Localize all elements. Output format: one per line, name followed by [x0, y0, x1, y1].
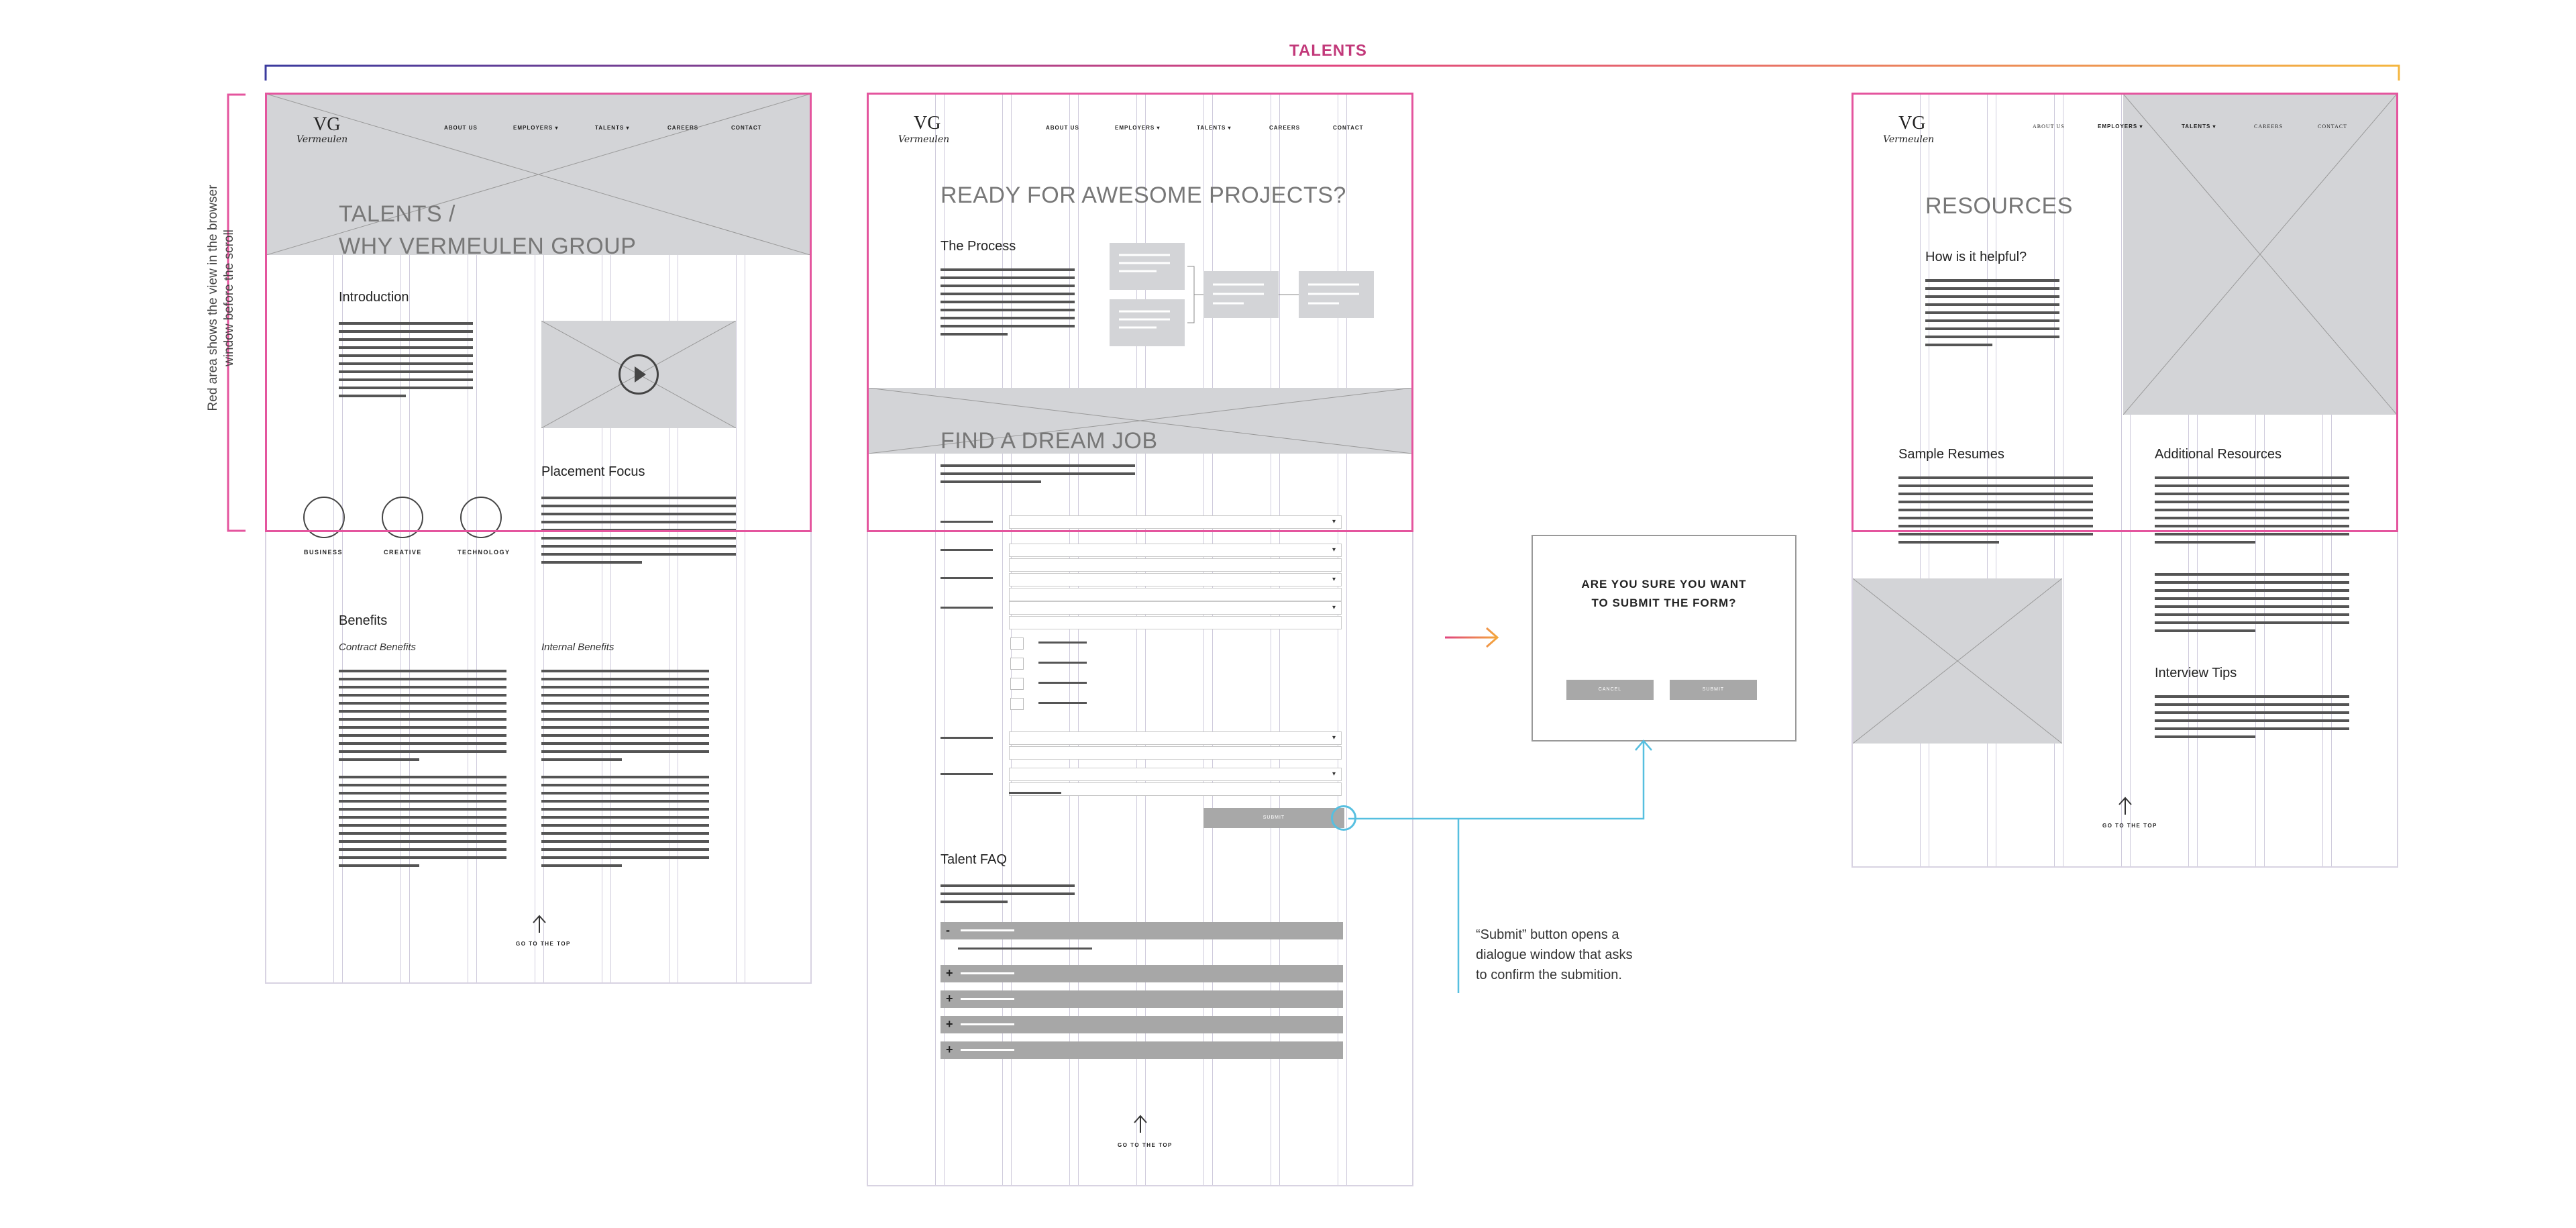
circle-business[interactable]	[303, 497, 345, 538]
logo-script: Vermeulen	[1883, 134, 1935, 145]
page1-title-line1: TALENTS /	[339, 201, 455, 227]
annotation-line-2: dialogue window that asks	[1476, 948, 1633, 962]
nav-talents[interactable]: TALENTS ▾	[1197, 125, 1232, 131]
side-note-line-1: Red area shows the view in the browser	[206, 185, 220, 411]
resources-title: RESOURCES	[1925, 193, 2073, 219]
circle-creative[interactable]	[382, 497, 423, 538]
resources-image-placeholder	[2123, 94, 2397, 415]
nav-employers[interactable]: EMPLOYERS ▾	[2098, 123, 2143, 130]
logo-mark[interactable]: VG	[313, 114, 341, 135]
nav-careers[interactable]: CAREERS	[1269, 125, 1301, 131]
introduction-heading: Introduction	[339, 290, 409, 305]
dialog-cancel-button[interactable]: CANCEL	[1566, 680, 1654, 700]
nav-about[interactable]: ABOUT US	[444, 125, 478, 131]
submit-annotation: “Submit” button opens a dialogue window …	[1476, 925, 1632, 985]
nav-employers[interactable]: EMPLOYERS ▾	[1115, 125, 1161, 131]
form-select-4b[interactable]	[1009, 616, 1342, 629]
form-select-6b[interactable]	[1009, 782, 1342, 796]
logo-mark[interactable]: VG	[914, 113, 941, 134]
form-select-2[interactable]: ▾	[1009, 544, 1342, 557]
side-note: Red area shows the view in the browser w…	[205, 164, 237, 432]
nav-careers[interactable]: CAREERS	[667, 125, 699, 131]
confirm-dialog: ARE YOU SURE YOU WANT TO SUBMIT THE FORM…	[1532, 535, 1796, 741]
hero-image-placeholder	[266, 94, 810, 255]
circle-label-business: BUSINESS	[304, 549, 343, 556]
logo-mark[interactable]: VG	[1898, 113, 1926, 134]
talents-bracket	[264, 64, 2400, 81]
video-placeholder[interactable]	[541, 321, 736, 428]
circle-label-technology: TECHNOLOGY	[458, 549, 511, 556]
form-select-4[interactable]: ▾	[1009, 601, 1342, 615]
checkbox-2[interactable]	[1010, 658, 1024, 670]
process-diagram	[1110, 243, 1378, 350]
sample-image-placeholder	[1853, 578, 2062, 744]
faq-item-4[interactable]: +	[941, 1016, 1343, 1033]
benefits-heading: Benefits	[339, 613, 388, 628]
flow-arrow-icon	[1445, 627, 1499, 648]
nav-talents[interactable]: TALENTS ▾	[595, 125, 630, 131]
go-top-link[interactable]: GO TO THE TOP	[516, 941, 571, 947]
submit-button[interactable]: SUBMIT	[1203, 808, 1344, 828]
process-heading: The Process	[941, 239, 1016, 254]
dialog-message-line1: ARE YOU SURE YOU WANT	[1581, 578, 1747, 591]
nav-contact[interactable]: CONTACT	[1333, 125, 1364, 131]
form-select-1[interactable]: ▾	[1009, 515, 1342, 529]
go-top-link[interactable]: GO TO THE TOP	[1118, 1142, 1173, 1148]
logo-script: Vermeulen	[297, 134, 348, 145]
page1-frame: VG Vermeulen ABOUT US EMPLOYERS ▾ TALENT…	[265, 93, 812, 984]
placement-focus-heading: Placement Focus	[541, 464, 645, 479]
logo-script: Vermeulen	[898, 134, 950, 145]
helpful-heading: How is it helpful?	[1925, 250, 2027, 264]
internal-benefits-heading: Internal Benefits	[541, 642, 614, 653]
circle-label-creative: CREATIVE	[384, 549, 422, 556]
checkbox-1[interactable]	[1010, 637, 1024, 650]
talents-title: TALENTS	[1289, 42, 1367, 60]
form-select-5b[interactable]	[1009, 746, 1342, 760]
faq-item-3[interactable]: +	[941, 990, 1343, 1008]
form-select-3b[interactable]	[1009, 588, 1342, 601]
side-note-line-2: window before the scroll	[222, 229, 236, 366]
page2-title: READY FOR AWESOME PROJECTS?	[941, 183, 1346, 208]
contract-benefits-heading: Contract Benefits	[339, 642, 417, 653]
submit-connector	[1348, 739, 1652, 993]
faq-item-2[interactable]: +	[941, 965, 1343, 982]
checkbox-4[interactable]	[1010, 698, 1024, 710]
additional-resources-heading: Additional Resources	[2155, 447, 2282, 462]
nav-about[interactable]: ABOUT US	[1046, 125, 1079, 131]
view-bracket	[227, 93, 246, 532]
go-top-arrow-icon[interactable]	[2117, 796, 2133, 819]
form-select-3[interactable]: ▾	[1009, 573, 1342, 586]
circle-technology[interactable]	[460, 497, 502, 538]
faq-item-open[interactable]: -	[941, 922, 1343, 939]
nav-employers[interactable]: EMPLOYERS ▾	[513, 125, 559, 131]
page2-frame: VG Vermeulen ABOUT US EMPLOYERS ▾ TALENT…	[867, 93, 1413, 1186]
page3-frame: VG Vermeulen ABOUT US EMPLOYERS ▾ TALENT…	[1851, 93, 2398, 868]
nav-contact[interactable]: CONTACT	[2318, 123, 2348, 130]
faq-item-5[interactable]: +	[941, 1041, 1343, 1059]
annotation-line-3: to confirm the submition.	[1476, 968, 1622, 982]
dream-job-banner	[868, 388, 1412, 454]
go-top-arrow-icon[interactable]	[1132, 1114, 1148, 1137]
form-select-2b[interactable]	[1009, 558, 1342, 572]
checkbox-3[interactable]	[1010, 678, 1024, 690]
page1-title-line2: WHY VERMEULEN GROUP	[339, 234, 637, 259]
nav-about[interactable]: ABOUT US	[2033, 123, 2065, 130]
form-select-5[interactable]: ▾	[1009, 731, 1342, 745]
dream-job-title: FIND A DREAM JOB	[941, 428, 1158, 454]
nav-careers[interactable]: CAREERS	[2254, 123, 2284, 130]
go-top-link[interactable]: GO TO THE TOP	[2102, 823, 2157, 829]
dialog-submit-button[interactable]: SUBMIT	[1670, 680, 1757, 700]
form-select-6[interactable]: ▾	[1009, 768, 1342, 781]
nav-contact[interactable]: CONTACT	[731, 125, 762, 131]
annotation-line-1: “Submit” button opens a	[1476, 927, 1619, 942]
nav-talents[interactable]: TALENTS ▾	[2182, 123, 2216, 130]
play-icon[interactable]	[619, 354, 659, 395]
go-top-arrow-icon[interactable]	[531, 914, 547, 937]
sample-resumes-heading: Sample Resumes	[1898, 447, 2004, 462]
dialog-message-line2: TO SUBMIT THE FORM?	[1591, 597, 1737, 609]
interview-tips-heading: Interview Tips	[2155, 666, 2237, 680]
faq-heading: Talent FAQ	[941, 852, 1007, 867]
